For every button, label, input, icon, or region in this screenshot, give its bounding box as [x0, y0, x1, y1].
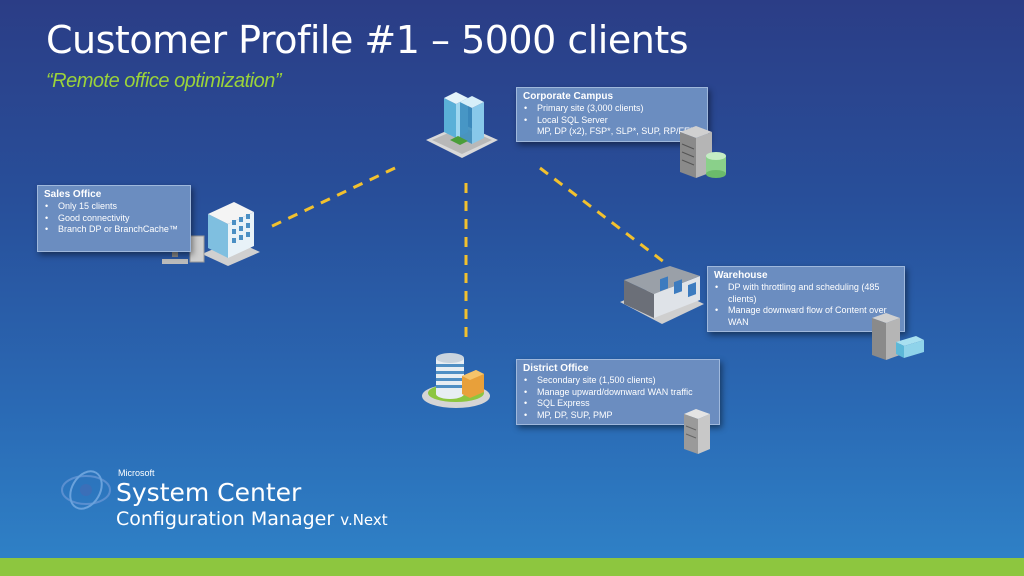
connector-corporate-sales	[267, 166, 396, 230]
corporate-item: Local SQL Server	[524, 115, 701, 127]
district-item: Manage upward/downward WAN traffic	[524, 387, 713, 399]
microsoft-wordmark: Microsoft	[118, 468, 155, 478]
page-subtitle: “Remote office optimization”	[46, 70, 281, 92]
warehouse-heading: Warehouse	[714, 270, 768, 281]
corporate-building-icon	[426, 92, 498, 158]
district-item: SQL Express	[524, 398, 713, 410]
district-item: MP, DP, SUP, PMP	[524, 410, 713, 422]
corporate-campus-box: Corporate Campus Primary site (3,000 cli…	[516, 87, 708, 142]
product-name-line2: Configuration Manager v.Next	[116, 508, 388, 530]
corporate-campus-heading: Corporate Campus	[523, 91, 614, 102]
district-item: Secondary site (1,500 clients)	[524, 375, 713, 387]
version-label: v.Next	[340, 511, 388, 529]
product-name: Configuration Manager	[116, 508, 335, 530]
footer-bar	[0, 558, 1024, 576]
sales-item: Only 15 clients	[45, 201, 184, 213]
sales-office-heading: Sales Office	[44, 189, 102, 200]
sales-item: Good connectivity	[45, 213, 184, 225]
server-icon	[680, 126, 726, 178]
server-icon	[872, 313, 924, 360]
warehouse-box: Warehouse DP with throttling and schedul…	[707, 266, 905, 332]
database-icon	[706, 152, 726, 178]
warehouse-item: DP with throttling and scheduling (485 c…	[715, 282, 898, 305]
sales-item: Branch DP or BranchCache™	[45, 224, 184, 236]
corporate-item: MP, DP (x2), FSP*, SLP*, SUP, RP/FEP	[537, 126, 701, 138]
district-building-icon	[422, 353, 490, 408]
corporate-item: Primary site (3,000 clients)	[524, 103, 701, 115]
warehouse-icon	[620, 266, 704, 324]
product-name-line1: System Center	[116, 478, 302, 507]
district-office-heading: District Office	[523, 363, 589, 374]
system-center-logo-icon	[61, 470, 111, 510]
sales-building-icon	[202, 202, 260, 266]
folder-icon	[896, 336, 924, 358]
page-title: Customer Profile #1 – 5000 clients	[46, 18, 689, 62]
warehouse-item: Manage downward flow of Content over WAN	[715, 305, 898, 328]
connector-corporate-warehouse	[539, 166, 669, 267]
sales-office-box: Sales Office Only 15 clients Good connec…	[37, 185, 191, 252]
server-icon	[684, 409, 710, 454]
